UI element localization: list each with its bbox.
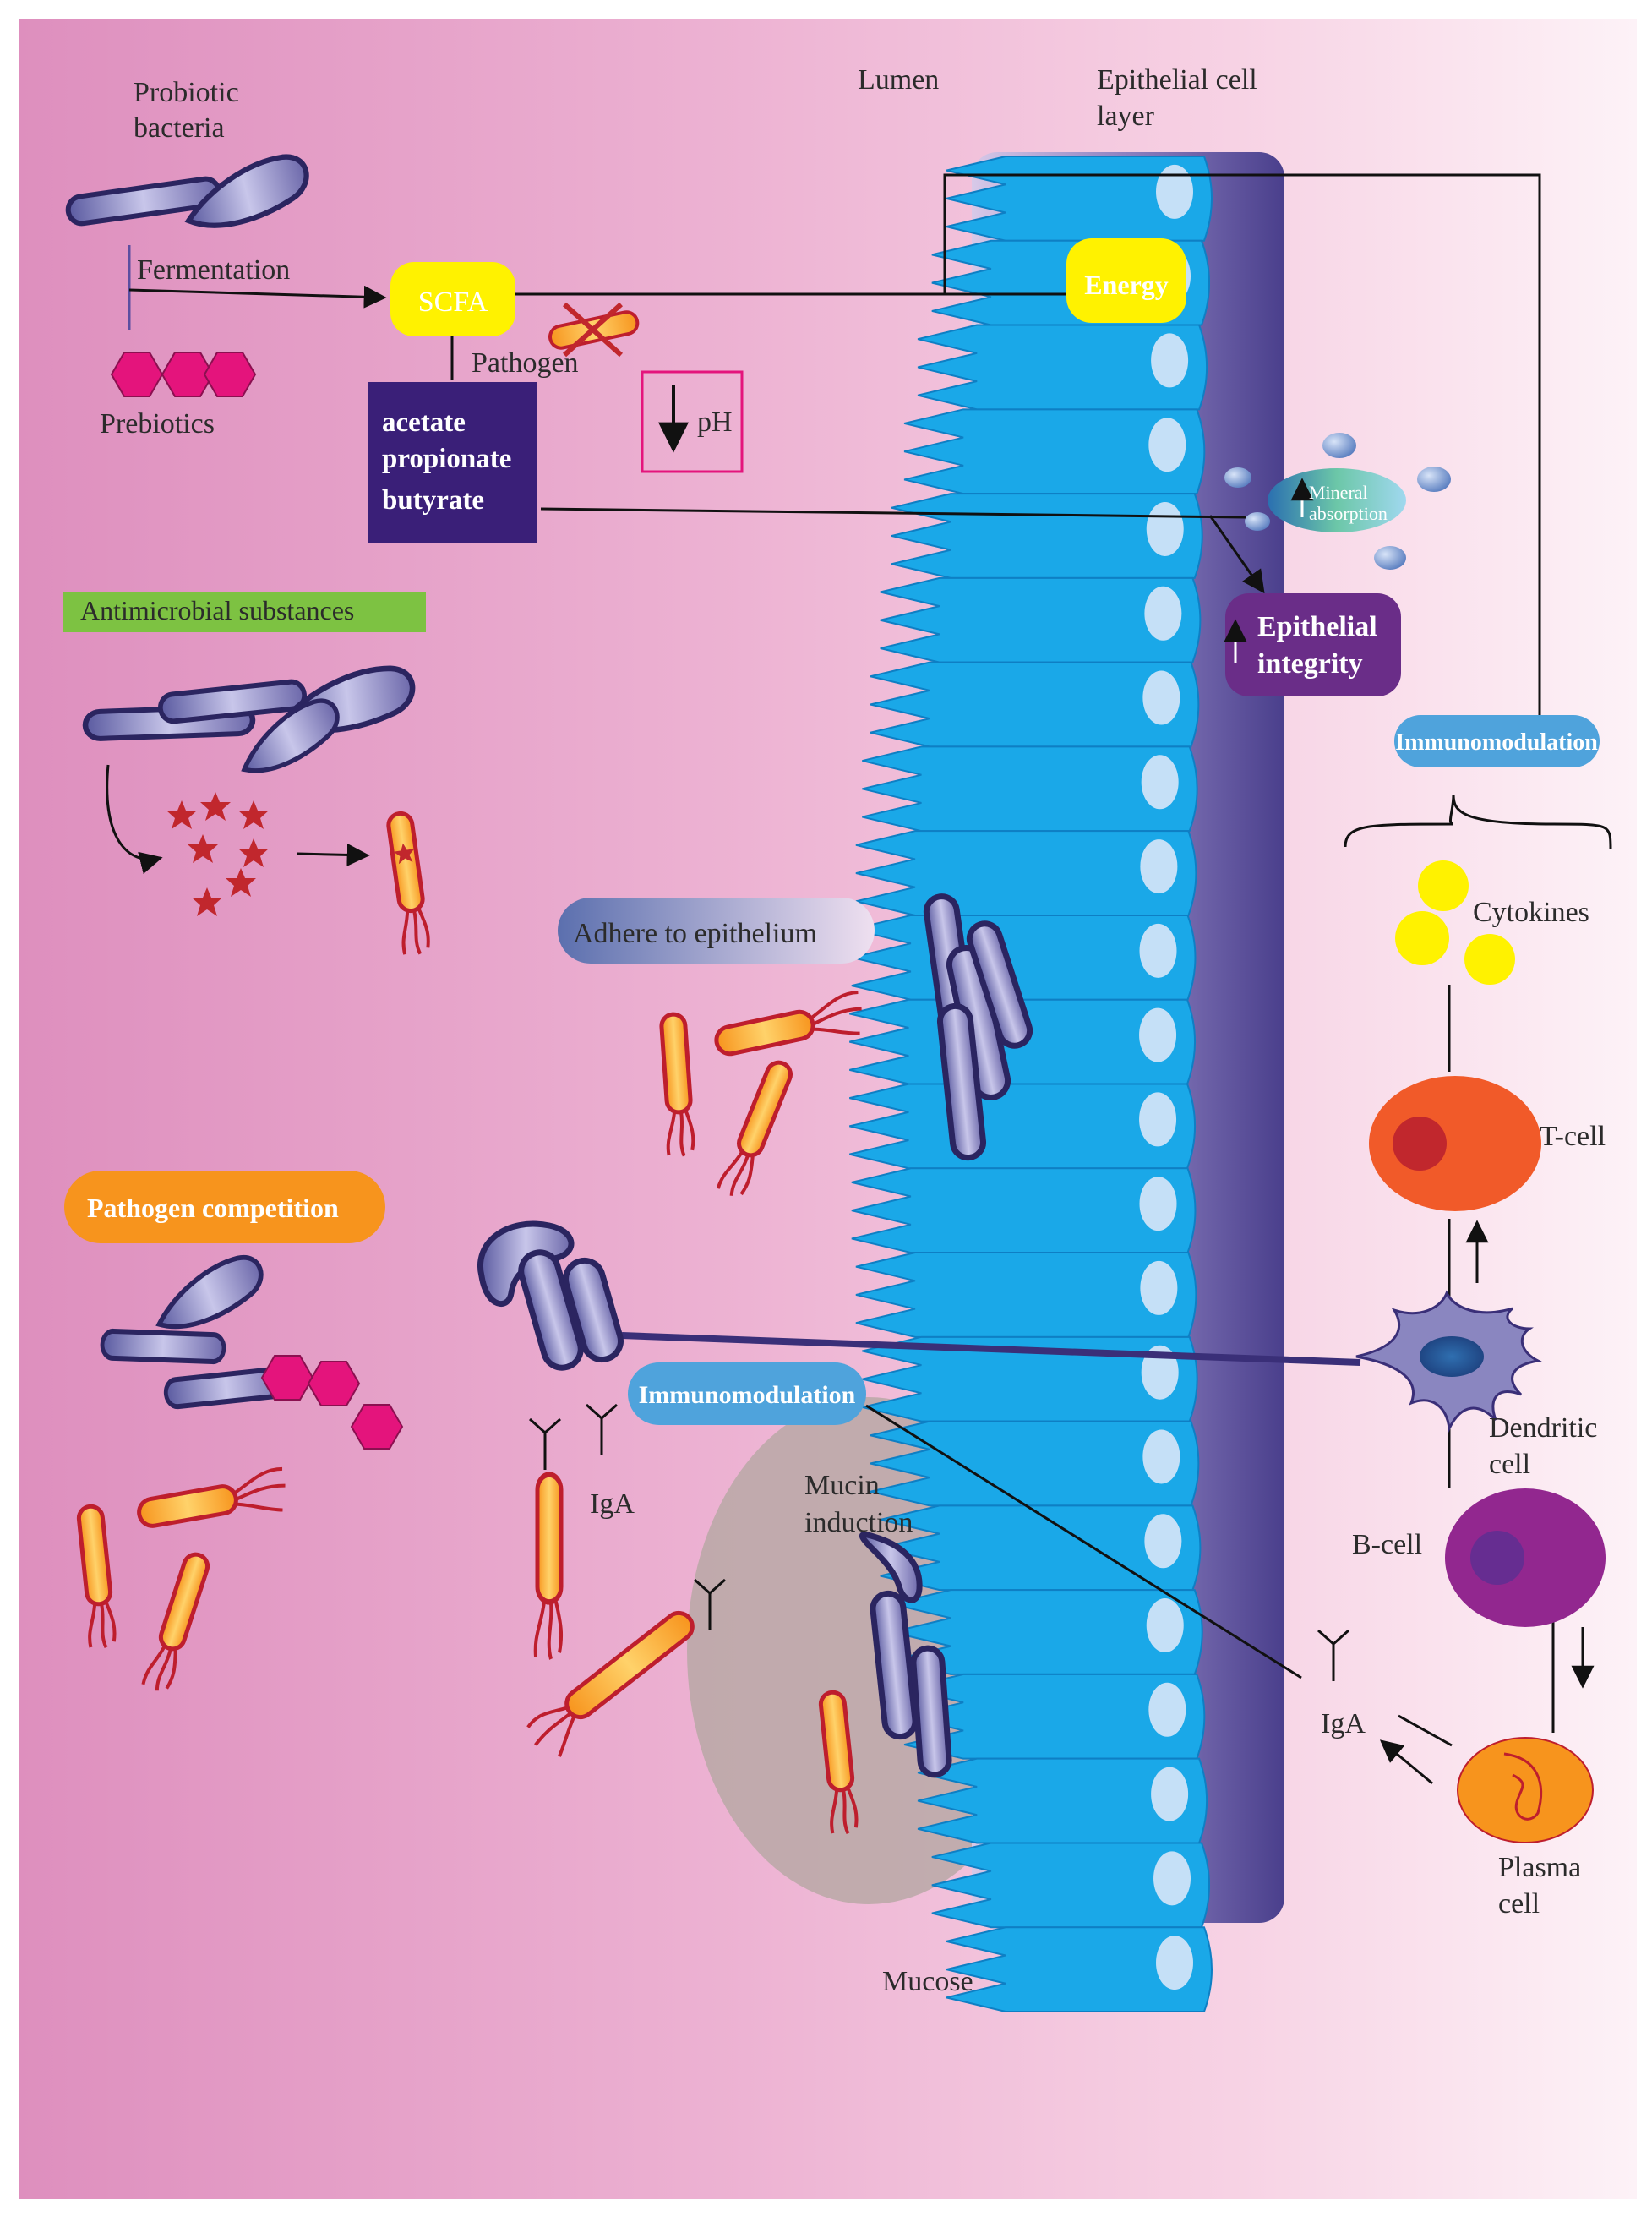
epithelial-cell [917,1757,1208,1844]
epithelial-cell [870,661,1200,748]
cell-nucleus [1146,501,1184,556]
bcell-label: B-cell [1352,1529,1422,1560]
scfa-box [390,262,515,336]
epithelial-cell [870,1420,1200,1507]
energy-box [1066,238,1186,323]
adhere-label: Adhere to epithelium [573,918,817,949]
b-cell-icon [1445,1488,1606,1627]
cell-nucleus [1142,1429,1180,1484]
antimicrobial-box [63,592,426,632]
secretion-arrow [106,764,163,874]
cell-nucleus [1151,1767,1189,1821]
epithelial-layer-label-2: layer [1097,101,1155,132]
dendritic-cell-icon [1355,1290,1542,1433]
mucose-label: Mucose [882,1966,973,1997]
scfa-type-propionate: propionate [382,444,511,474]
immunomodulation-mid-box [628,1362,866,1425]
cytokine-icon [1395,860,1515,985]
cell-nucleus [1141,755,1179,810]
epithelial-cell [931,1842,1210,1929]
scfa-type-acetate: acetate [382,407,466,438]
cytokines-label: Cytokines [1473,897,1589,928]
mineral-absorption-label: Mineral [1309,482,1368,503]
antimicrobial-label: Antimicrobial substances [80,595,354,625]
immunomodulation-mid-label: Immunomodulation [639,1381,856,1409]
ph-box [641,370,744,473]
mucin-label: Mucin [804,1470,880,1501]
plasma-label: Plasma [1498,1852,1581,1883]
epithelial-integrity-box [1225,593,1401,696]
scfa-label: SCFA [418,287,488,318]
pathogen-label: Pathogen [472,347,579,379]
cell-nucleus [1146,1598,1184,1653]
cell-nucleus [1148,418,1186,472]
epithelial-cell [946,1926,1213,2012]
iga-right-label: IgA [1321,1708,1366,1739]
prebiotic-hexagon-icon [111,352,256,397]
pathogen-competition-box [64,1171,385,1243]
cell-nucleus [1144,1514,1182,1569]
epithelial-integrity-label-2: integrity [1257,648,1363,680]
epithelial-cell [851,1167,1197,1254]
cell-nucleus [1140,839,1178,894]
cell-nucleus [1139,1177,1177,1231]
mineral-ion-icon [1224,433,1451,570]
cell-nucleus [1139,923,1177,978]
epithelial-cell [880,576,1202,663]
probiotic-label-2: bacteria [134,112,225,144]
adhered-probiotic-cluster [923,893,1033,1161]
cell-nucleus [1153,1851,1191,1906]
ph-label: pH [697,407,733,438]
cell-nucleus [1151,333,1189,388]
pathogen-bacterium-diagonal [526,1610,695,1757]
plasma-cell-icon [1457,1737,1594,1843]
mucin-label-2: induction [804,1507,913,1538]
immunomodulation-right-box [1394,715,1600,767]
pathogen-competition-label: Pathogen competition [87,1193,339,1223]
plasma-label-2: cell [1498,1888,1540,1919]
connector-lines [128,173,1612,1785]
probiotic-bacteria-icon [859,1532,952,1778]
pathogen-bacterium-horizontal [137,1466,286,1528]
probiotic-bacteria-icon [477,1220,624,1371]
antimicrobial-arrow [297,843,370,866]
dendritic-label-2: cell [1489,1449,1530,1480]
dendritic-label: Dendritic [1489,1412,1597,1444]
adhere-box [558,898,875,964]
cell-nucleus [1144,586,1182,641]
cell-nucleus [1139,1007,1177,1062]
immunomodulation-right-label: Immunomodulation [1395,729,1598,756]
cell-nucleus [1139,1092,1177,1147]
energy-label: Energy [1084,270,1169,300]
pathogen-inhibited-icon [548,302,640,358]
cell-nucleus [1142,670,1180,725]
tcell-label: T-cell [1540,1121,1606,1152]
epithelial-cell [917,324,1208,411]
epithelial-cell [880,1504,1202,1592]
cell-nucleus [1156,1936,1193,1990]
pathogen-bacterium-horizontal [714,990,862,1057]
t-cell-icon [1369,1076,1541,1211]
epithelial-cell [862,745,1198,833]
prebiotics-label: Prebiotics [100,408,215,440]
epithelial-cell [849,1083,1196,1170]
epithelial-cell [855,1252,1197,1338]
cell-nucleus [1156,164,1193,219]
epithelial-layer-label: Epithelial cell [1097,64,1257,96]
epithelial-integrity-label: Epithelial [1257,611,1377,642]
scfa-types-box [368,382,537,543]
lumen-label: Lumen [858,64,939,96]
fermentation-label: Fermentation [137,254,290,286]
probiotic-label: Probiotic [134,77,239,108]
iga-left-label: IgA [590,1488,635,1520]
cell-nucleus [1148,1682,1186,1737]
epithelial-cell [891,1589,1203,1675]
scfa-type-butyrate: butyrate [382,485,484,516]
mineral-absorption-label-2: absorption [1309,503,1388,524]
cell-nucleus [1140,1260,1178,1315]
epithelial-cell [903,408,1206,495]
